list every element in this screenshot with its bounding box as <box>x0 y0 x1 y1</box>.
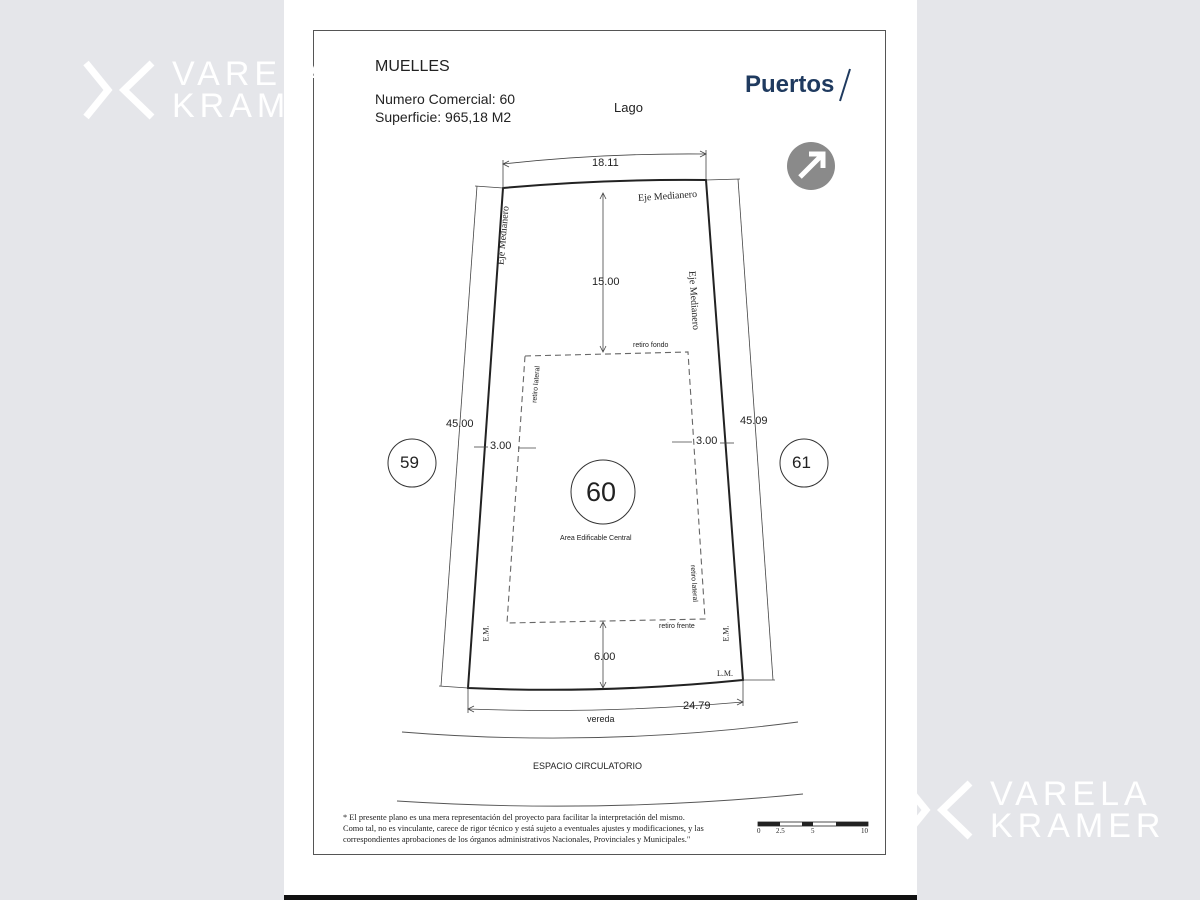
dim-bottom: 24.79 <box>683 700 711 712</box>
plot-number: 60 <box>586 477 617 507</box>
disclaimer-line-1: * El presente plano es una mera represen… <box>343 813 685 822</box>
sheet-bottom-edge <box>284 895 917 900</box>
disclaimer-line-2: Como tal, no es vinculante, carece de ri… <box>343 824 704 833</box>
neighbor-right-number: 61 <box>792 453 811 472</box>
scale-tick-0: 0 <box>757 827 761 835</box>
dimension-right <box>705 178 775 681</box>
setback-right-value: 3.00 <box>696 435 718 447</box>
varela-kramer-logo-icon <box>901 780 973 840</box>
dim-right: 45.09 <box>740 415 768 427</box>
disclaimer-line-3: correspondientes aprobaciones de los órg… <box>343 835 691 844</box>
dimension-left <box>438 185 504 689</box>
setback-back-value: 15.00 <box>592 276 620 288</box>
lake-label: Lago <box>614 100 643 115</box>
watermark-line-1: VARELA <box>172 55 334 93</box>
project-name: MUELLES <box>375 58 450 75</box>
plot-number-circle <box>570 459 636 525</box>
sidewalk-curve <box>401 721 799 739</box>
watermark-line-1: VARELA <box>990 775 1152 813</box>
em-right-label: E.M. <box>721 625 731 642</box>
varela-kramer-logo-icon <box>83 60 155 120</box>
plan-frame <box>313 30 886 855</box>
setback-back-arrow <box>599 192 607 353</box>
neighbor-circle-right <box>779 438 829 488</box>
slash-icon <box>839 68 852 102</box>
surface-area: Superficie: 965,18 M2 <box>375 109 512 125</box>
brand-logo: Puertos <box>745 67 853 103</box>
setback-front-arrow <box>599 621 607 689</box>
scale-tick-2-5: 2.5 <box>776 827 785 835</box>
brand-name: Puertos <box>745 71 835 98</box>
dimension-bottom <box>467 680 744 713</box>
watermark-line-2: KRAMER <box>172 87 348 125</box>
lm-label: L.M. <box>717 669 733 678</box>
neighbor-left-number: 59 <box>400 453 419 472</box>
setback-left-value: 3.00 <box>490 440 512 452</box>
dim-left: 45.00 <box>446 418 474 430</box>
neighbor-circle-left <box>387 438 437 488</box>
north-arrow-icon <box>787 142 835 190</box>
sidewalk-label: vereda <box>587 714 615 724</box>
graphic-scale <box>757 821 869 827</box>
buildable-area <box>506 351 706 624</box>
setback-front-value: 6.00 <box>594 651 616 663</box>
watermark-top-left: VARELA KRAMER <box>82 55 348 125</box>
commercial-number: Numero Comercial: 60 <box>375 91 516 107</box>
watermark-line-2: KRAMER <box>990 807 1166 845</box>
watermark-bottom-right: VARELA KRAMER <box>900 775 1166 845</box>
street-curve <box>396 793 804 807</box>
em-left-label: E.M. <box>481 625 491 642</box>
buildable-area-label: Area Edificable Central <box>560 535 632 542</box>
circulation-space-label: ESPACIO CIRCULATORIO <box>533 761 643 771</box>
retiro-fondo-label: retiro fondo <box>633 342 669 349</box>
retiro-frente-label: retiro frente <box>659 623 695 630</box>
setback-right-arrow <box>672 441 734 444</box>
disclaimer: * El presente plano es una mera represen… <box>343 812 723 845</box>
scale-tick-5: 5 <box>811 827 815 835</box>
setback-left-arrow <box>474 446 536 449</box>
scale-tick-10: 10 <box>861 827 868 835</box>
dimension-top <box>502 150 707 188</box>
dim-top: 18.11 <box>592 157 619 169</box>
